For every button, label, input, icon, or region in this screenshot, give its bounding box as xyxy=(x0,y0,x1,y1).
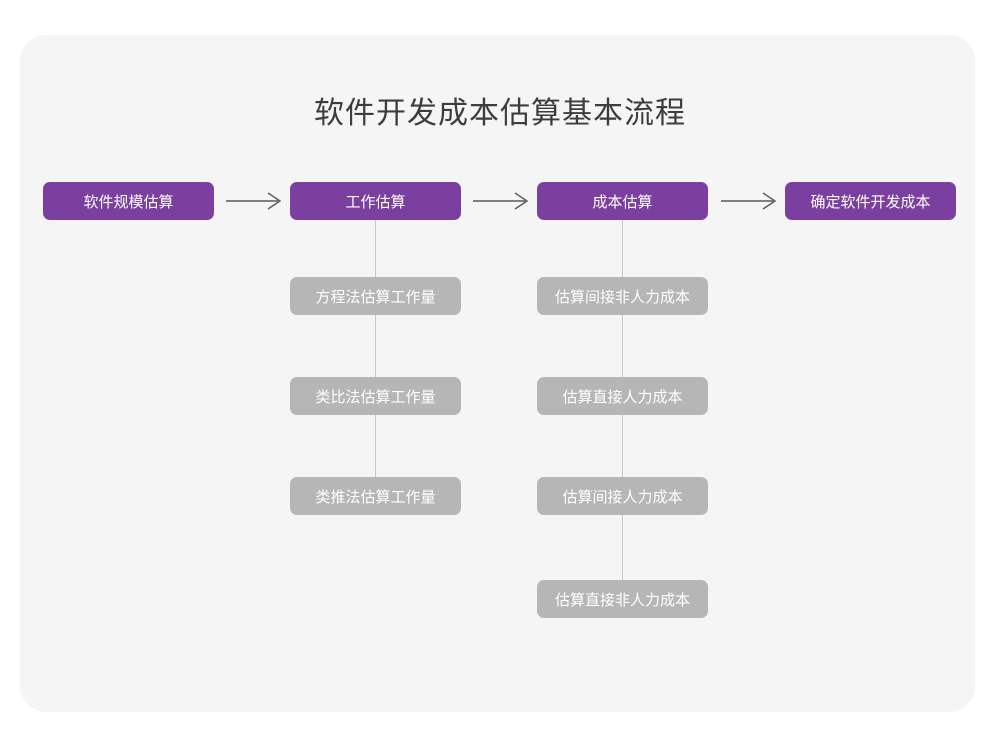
branch-node-direct-labor-cost[interactable]: 估算直接人力成本 xyxy=(537,377,708,415)
page-title: 软件开发成本估算基本流程 xyxy=(314,97,686,130)
branch-node-indirect-labor-cost[interactable]: 估算间接人力成本 xyxy=(537,477,708,515)
branch-node-equation-method-effort[interactable]: 方程法估算工作量 xyxy=(290,277,461,315)
branch-node-indirect-nonlabor-cost[interactable]: 估算间接非人力成本 xyxy=(537,277,708,315)
branch-node-direct-nonlabor-cost[interactable]: 估算直接非人力成本 xyxy=(537,580,708,618)
flow-arrow-2 xyxy=(471,189,531,213)
flow-node-determine-development-cost[interactable]: 确定软件开发成本 xyxy=(785,182,956,220)
flow-arrow-3 xyxy=(719,189,779,213)
flow-node-cost-estimation[interactable]: 成本估算 xyxy=(537,182,708,220)
flow-arrow-1 xyxy=(224,189,284,213)
long-right-arrow-icon xyxy=(721,192,777,210)
flow-node-software-size-estimation[interactable]: 软件规模估算 xyxy=(43,182,214,220)
diagram-card-background xyxy=(20,35,975,712)
flow-node-work-estimation[interactable]: 工作估算 xyxy=(290,182,461,220)
connector-line-work-estimation xyxy=(375,220,376,502)
branch-node-analogy-method-effort[interactable]: 类比法估算工作量 xyxy=(290,377,461,415)
branch-node-deduction-method-effort[interactable]: 类推法估算工作量 xyxy=(290,477,461,515)
long-right-arrow-icon xyxy=(473,192,529,210)
long-right-arrow-icon xyxy=(226,192,282,210)
